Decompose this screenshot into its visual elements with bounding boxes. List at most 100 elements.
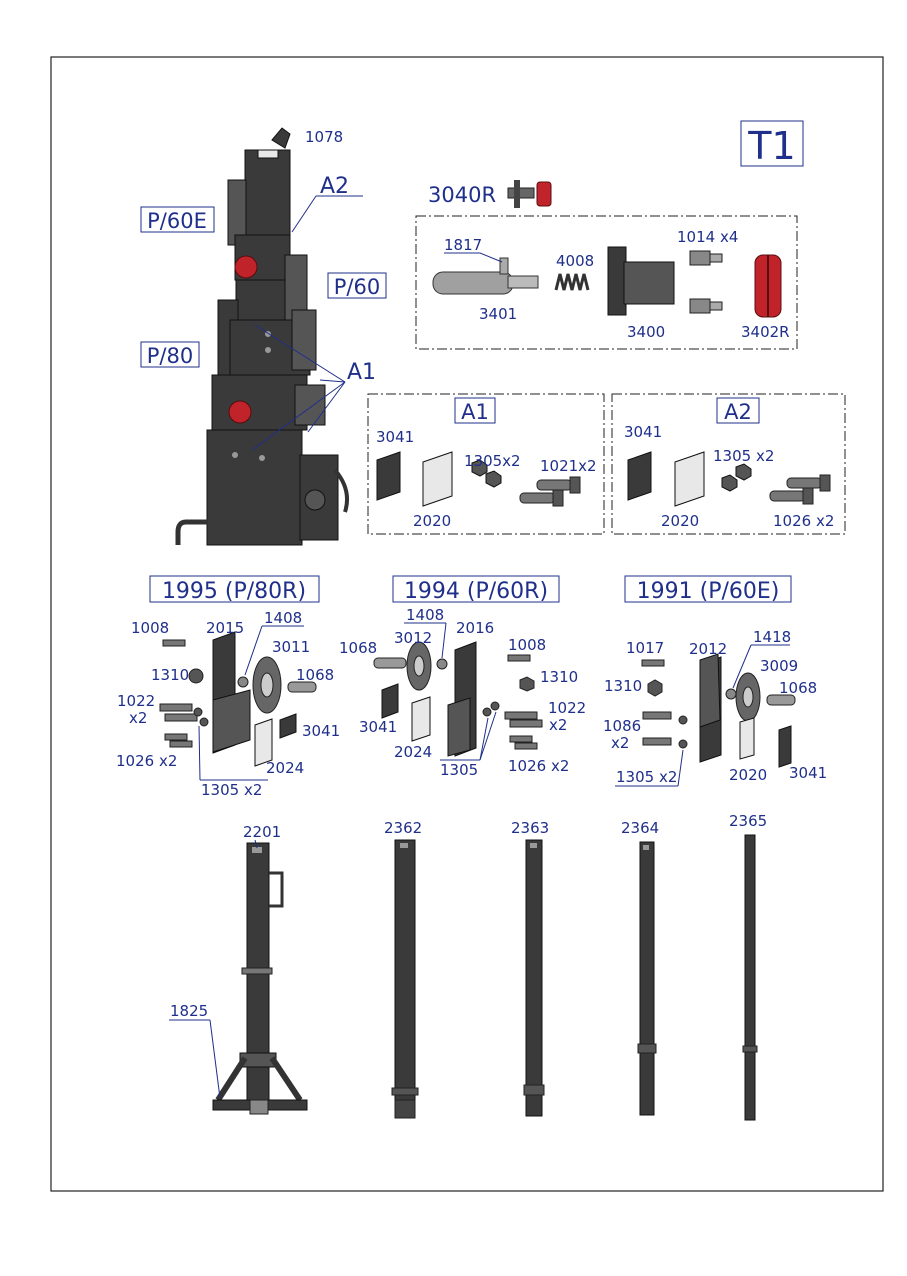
kit-a2-frame: [611, 393, 846, 535]
mast-2364: [637, 841, 657, 1116]
label-a2-1305: 1305 x2: [713, 447, 774, 465]
label-1991-x2: x2: [611, 734, 629, 752]
p60-box: [327, 272, 387, 299]
label-2364: 2364: [621, 819, 659, 837]
leader-1991-1305-arrow: [677, 749, 684, 787]
a2-part-2020: [674, 451, 705, 507]
label-2201: 2201: [243, 823, 281, 841]
assy-1991-title: 1991 (P/60E): [637, 579, 780, 604]
tower-top-cap: [257, 149, 279, 159]
leader-1991-1418-arrow: [732, 644, 752, 689]
tower-handle: [271, 127, 291, 149]
label-p60e: P/60E: [147, 209, 207, 233]
a2-part-3041: [627, 451, 652, 501]
kit-3040r-title: 3040R: [428, 183, 496, 207]
label-a2-1026: 1026 x2: [773, 512, 834, 530]
p80-box: [140, 341, 200, 368]
label-a1-3041: 3041: [376, 428, 414, 446]
label-p80: P/80: [147, 344, 193, 368]
tower-fourth-section: [211, 374, 308, 431]
label-1991-3041: 3041: [789, 764, 827, 782]
bolt: [265, 347, 271, 353]
bolt: [259, 455, 265, 461]
kit-a2-title-box: [716, 397, 760, 424]
a2-nut-1: [721, 474, 738, 492]
label-2363: 2363: [511, 819, 549, 837]
assy-1995-parts: [159, 631, 317, 767]
label-1991-2012: 2012: [689, 640, 727, 658]
label-1995-1068: 1068: [296, 666, 334, 684]
assy-1991-parts: [641, 653, 796, 768]
label-2365: 2365: [729, 812, 767, 830]
label-1994-3041: 3041: [359, 718, 397, 736]
tower-assembly: [175, 127, 349, 546]
kit-3040r-frame: [415, 215, 798, 350]
label-1995-1408: 1408: [264, 609, 302, 627]
label-1991-1017: 1017: [626, 639, 664, 657]
label-1995-1310: 1310: [151, 666, 189, 684]
label-1994-1026: 1026 x2: [508, 757, 569, 775]
label-1994-2024: 2024: [394, 743, 432, 761]
leader-1995-1408-arrow: [244, 625, 263, 676]
label-1991-1305: 1305 x2: [616, 768, 677, 786]
part-3402r-roller: [754, 254, 782, 318]
tower-base-section: [206, 429, 303, 546]
label-1991-1068: 1068: [779, 679, 817, 697]
mast-2362: [391, 839, 419, 1119]
label-1995-2024: 2024: [266, 759, 304, 777]
label-1994-1408: 1408: [406, 606, 444, 624]
tower-winch-drum: [304, 489, 326, 511]
label-1994-x2: x2: [549, 716, 567, 734]
leader-a1-2: [319, 379, 346, 383]
label-a2: A2: [320, 174, 349, 199]
kit-a1-frame: [367, 393, 605, 535]
a1-nut-2: [485, 470, 502, 488]
leader-1994-1305-b: [479, 711, 497, 761]
a2-bolts-1026: [769, 474, 831, 505]
label-3402r: 3402R: [741, 323, 790, 341]
assy-1994-title-box: [392, 575, 560, 603]
label-1991-2020: 2020: [729, 766, 767, 784]
label-1995-1026: 1026 x2: [116, 752, 177, 770]
mast-2365: [742, 834, 758, 1121]
label-4008: 4008: [556, 252, 594, 270]
kit-3040r-preview: [507, 180, 552, 208]
leader-1825-arrow: [209, 1019, 221, 1099]
part-4008-spring: [554, 273, 590, 291]
mast-2201: [212, 842, 308, 1115]
red-knob-upper: [234, 255, 258, 279]
label-1995-3011: 3011: [272, 638, 310, 656]
tower-cable: [333, 468, 349, 513]
label-a1-1021: 1021x2: [540, 457, 597, 475]
red-knob-lower: [228, 400, 252, 424]
assy-1991-title-box: [624, 575, 792, 603]
leader-2201: [254, 839, 258, 849]
label-1991-1418: 1418: [753, 628, 791, 646]
label-1014: 1014 x4: [677, 228, 738, 246]
sheet-id-box: [740, 120, 804, 167]
leader-a1-4: [251, 381, 346, 451]
tower-third-bracket: [291, 309, 317, 371]
kit-a1-title-box: [454, 397, 496, 424]
label-1991-3009: 3009: [760, 657, 798, 675]
p60e-box: [140, 206, 215, 233]
assy-1994-parts: [373, 641, 543, 757]
tower-top-section: [244, 149, 291, 236]
label-1995-3041: 3041: [302, 722, 340, 740]
label-a1: A1: [347, 360, 376, 385]
tower-base-pipe: [175, 519, 208, 545]
kit-a1-title: A1: [461, 400, 489, 424]
label-a1-2020: 2020: [413, 512, 451, 530]
leader-a1-3: [307, 381, 346, 433]
kit-a2-title: A2: [724, 400, 752, 424]
part-3401-pin: [432, 257, 539, 295]
label-1994-1305: 1305: [440, 761, 478, 779]
leader-1817-arrow: [479, 252, 503, 263]
part-1014-screws: [689, 250, 723, 314]
label-1994-3012: 3012: [394, 629, 432, 647]
label-1994-1008: 1008: [508, 636, 546, 654]
label-a1-1305: 1305x2: [464, 452, 521, 470]
a1-part-3041: [376, 451, 401, 501]
a1-part-2020: [422, 451, 453, 507]
label-1825: 1825: [170, 1002, 208, 1020]
